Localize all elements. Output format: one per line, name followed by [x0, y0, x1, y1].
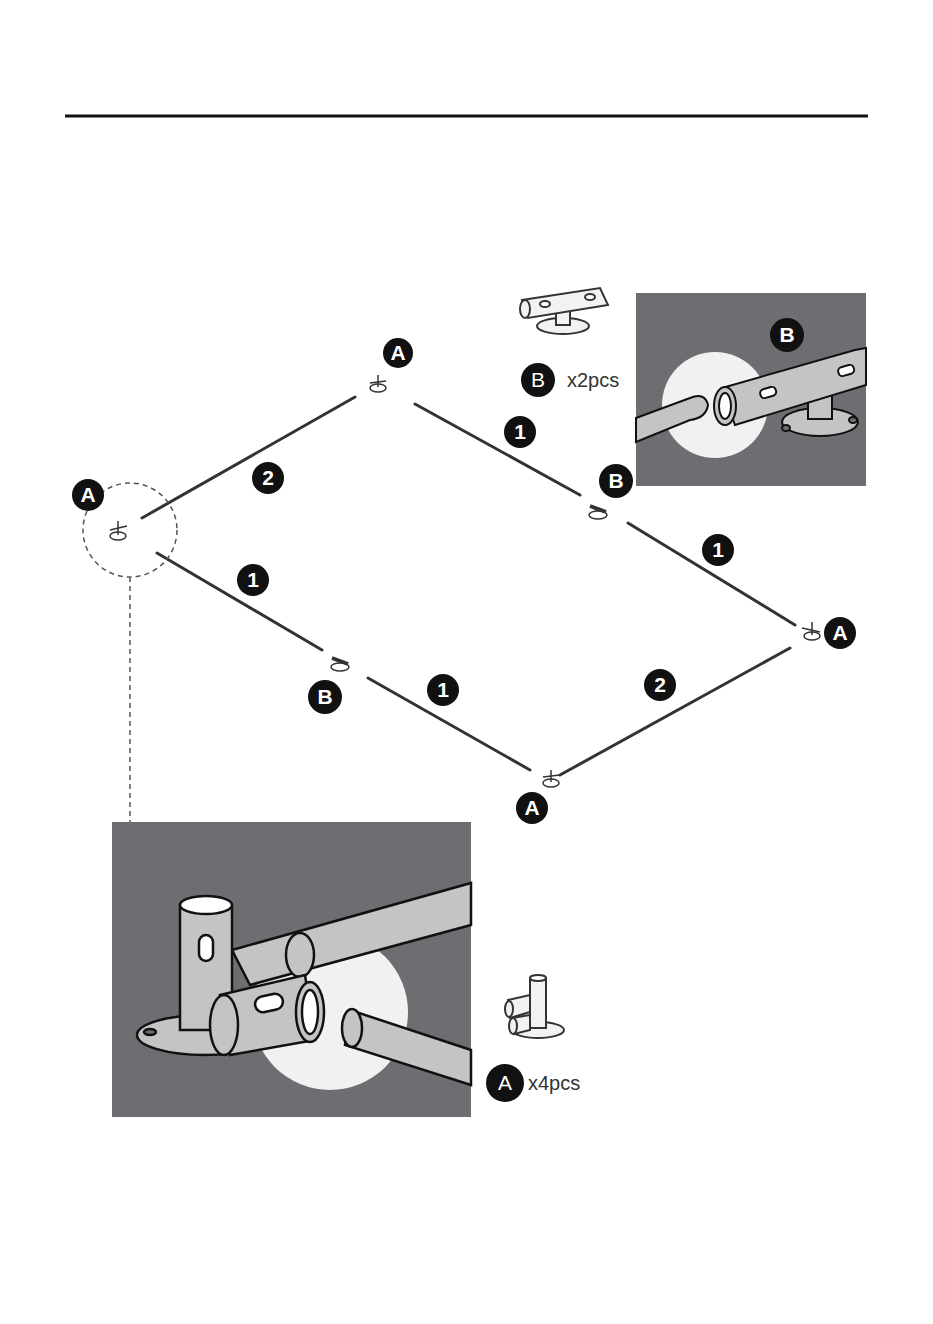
- quantity-label: x4pcs: [528, 1071, 580, 1095]
- callout-number: 1: [237, 564, 269, 596]
- callout-number: A: [824, 617, 856, 649]
- callout-number: A: [383, 338, 413, 368]
- callout-number: B: [308, 680, 342, 714]
- callout-number: 2: [252, 462, 284, 494]
- callout-number: A: [486, 1064, 524, 1102]
- callout-number: 1: [427, 674, 459, 706]
- callout-number: B: [521, 363, 555, 397]
- callout-number: 2: [644, 669, 676, 701]
- quantity-label: x2pcs: [567, 368, 619, 392]
- callout-number: 1: [504, 416, 536, 448]
- callout-number: A: [72, 479, 104, 511]
- callout-number: 1: [702, 534, 734, 566]
- callout-number: A: [516, 792, 548, 824]
- callout-number: B: [599, 464, 633, 498]
- callout-number: B: [770, 318, 804, 352]
